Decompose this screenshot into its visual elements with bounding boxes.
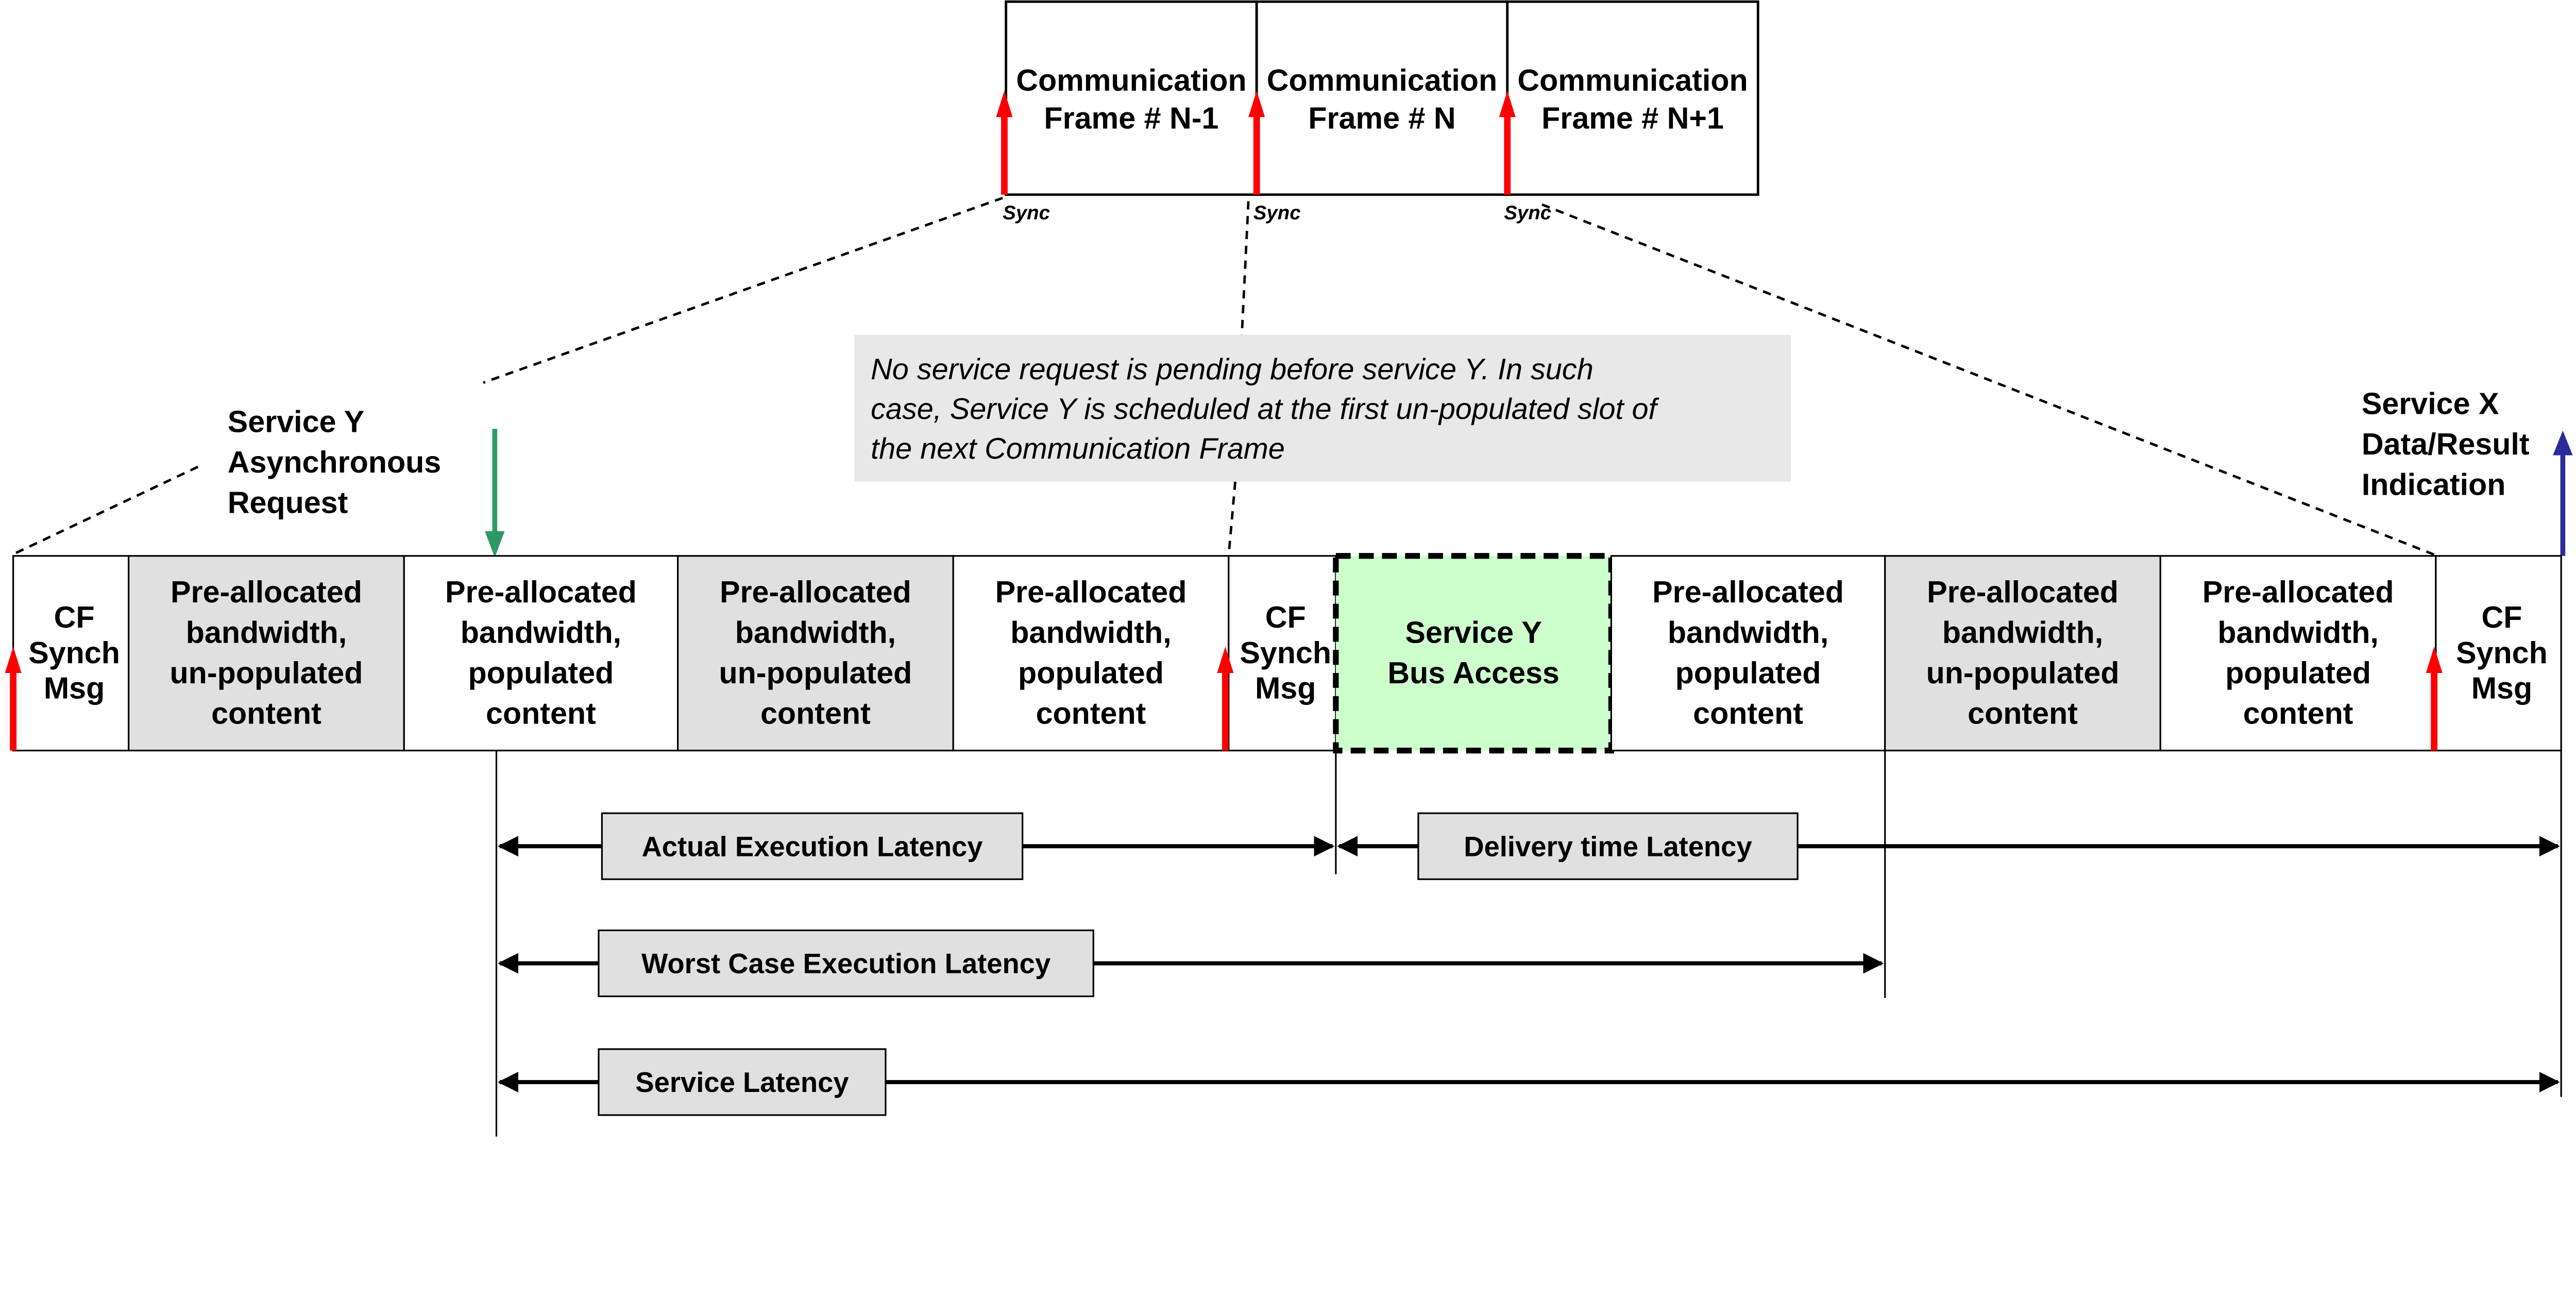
slot-pop [2159, 555, 2437, 752]
service-x-indication-label: Service X [2362, 386, 2499, 420]
latency-label-box [601, 812, 1024, 880]
slot-label: content [211, 696, 321, 730]
sync-arrow-icon-head [2426, 646, 2443, 674]
service-y-request-label: Service Y [228, 405, 365, 439]
slot-pop [403, 555, 679, 752]
latency-label: Delivery time Latency [1464, 831, 1752, 862]
slot-label: Service Y [1405, 615, 1542, 650]
frame-label: Communication [1016, 63, 1246, 97]
slot-label: Pre-allocated [720, 575, 911, 609]
slot-pop [952, 555, 1230, 752]
latency-arrows: Actual Execution Latency Delivery time La… [495, 750, 2562, 1137]
slot-label: Pre-allocated [171, 575, 362, 609]
slot-label: Pre-allocated [2202, 575, 2394, 609]
dashed-line [483, 196, 1004, 384]
indication-arrow-head [2553, 430, 2573, 456]
service-x-indication-label: Data/Result [2362, 427, 2530, 461]
sync-label: Sync [1504, 202, 1551, 224]
slot-label: Synch [1240, 635, 1331, 670]
latency-label-box [598, 929, 1094, 998]
connector-lines [12, 196, 2438, 557]
service-y-request-label: Asynchronous [228, 445, 441, 479]
slot-label: Pre-allocated [1927, 575, 2119, 609]
note-box [854, 334, 1791, 482]
sync-arrow-icon-head [1499, 91, 1516, 117]
frame-label: Frame # N [1308, 101, 1455, 136]
note-text: the next Communication Frame [871, 432, 1285, 465]
slot-label: un-populated [170, 655, 363, 690]
communication-frame [1506, 0, 1759, 196]
slot-label: bandwidth, [1942, 615, 2103, 650]
slot-label: Msg [2471, 671, 2532, 705]
sync-arrow-icon-head [1248, 91, 1265, 117]
slot-service [1333, 553, 1615, 754]
slot-label: Pre-allocated [1652, 575, 1844, 609]
slot-label: bandwidth, [1010, 615, 1171, 650]
latency-label-box [598, 1048, 887, 1116]
slot-label: content [2243, 696, 2353, 730]
sync-arrow-icon-head [1217, 646, 1234, 674]
note-text: No service request is pending before ser… [871, 353, 1594, 386]
slot-label: CF [2481, 600, 2522, 634]
dashed-line [1541, 203, 2438, 557]
slot-label: Msg [1255, 671, 1316, 705]
service-y-request-label: Request [228, 485, 348, 520]
slot-label: Msg [44, 671, 105, 705]
frame-label: Communication [1517, 63, 1748, 97]
slot-label: bandwidth, [461, 615, 621, 650]
slot-unpop [128, 555, 405, 752]
slot-label: bandwidth, [2217, 615, 2378, 650]
slot-unpop [1884, 555, 2161, 752]
frame-label: Frame # N-1 [1044, 101, 1218, 136]
slot-label: un-populated [1926, 655, 2120, 690]
dashed-line [12, 465, 199, 556]
slot-label: bandwidth, [1668, 615, 1828, 650]
latency-label: Actual Execution Latency [641, 831, 982, 862]
latency-label-box [1417, 812, 1799, 880]
slot-label: content [1036, 696, 1146, 730]
slot-label: content [1968, 696, 2078, 730]
slot-label: un-populated [719, 655, 912, 690]
slot-label: Pre-allocated [445, 575, 637, 609]
slot-cf [1228, 555, 1337, 752]
slot-unpop [677, 555, 954, 752]
frame-label: Frame # N+1 [1541, 101, 1724, 136]
dashed-line [1240, 201, 1250, 335]
slot-label: populated [1018, 655, 1164, 690]
frame-label: Communication [1267, 63, 1497, 97]
slot-label: populated [1675, 655, 1821, 690]
slot-label: CF [1265, 600, 1306, 634]
annotations: No service request is pending before ser… [228, 334, 2573, 558]
service-x-indication-label: Indication [2362, 467, 2506, 501]
slot-label: CF [54, 600, 95, 634]
latency-label: Service Latency [635, 1067, 849, 1098]
communication-frame [1255, 0, 1509, 196]
slot-label: content [1693, 696, 1803, 730]
slot-label: Synch [2456, 635, 2548, 670]
sync-label: Sync [1003, 202, 1050, 224]
note-text: case, Service Y is scheduled at the firs… [871, 393, 1659, 426]
slot-label: populated [2225, 655, 2371, 690]
sync-label: Sync [1253, 202, 1301, 224]
latency-label: Worst Case Execution Latency [641, 948, 1050, 980]
slot-label: Bus Access [1387, 655, 1559, 690]
slot-label: content [760, 696, 871, 730]
sync-arrow-icon-head [5, 646, 22, 674]
bus-slots: CFSynchMsgPre-allocatedbandwidth,un-popu… [5, 553, 2562, 754]
slot-label: content [486, 696, 596, 730]
slot-cf [2435, 555, 2562, 752]
slot-label: Pre-allocated [995, 575, 1187, 609]
sync-arrow-icon-head [996, 91, 1013, 117]
slot-label: populated [468, 655, 614, 690]
communication-frame [1005, 0, 1258, 196]
slot-label: Synch [28, 635, 120, 670]
slot-label: bandwidth, [186, 615, 347, 650]
request-arrow-head [485, 531, 505, 558]
dashed-line [1227, 481, 1236, 556]
slot-label: bandwidth, [735, 615, 896, 650]
slot-pop [1610, 555, 1886, 752]
